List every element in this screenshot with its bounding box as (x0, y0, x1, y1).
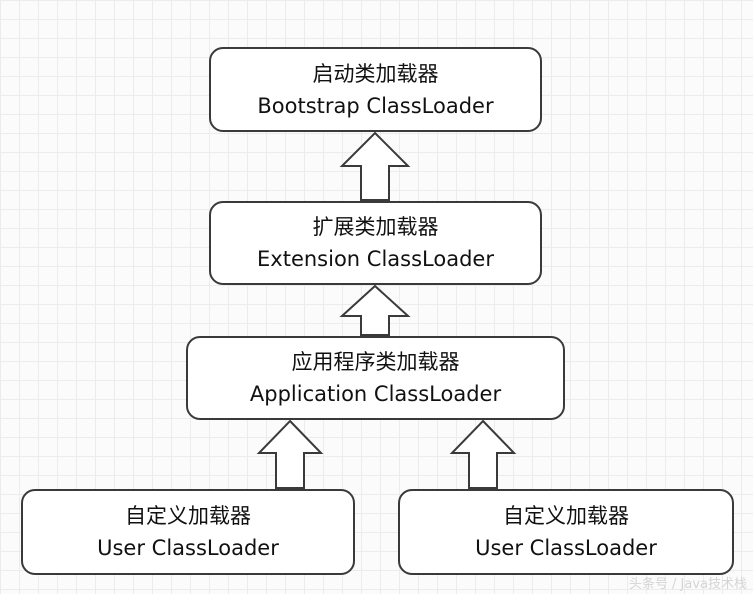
node-label-zh: 启动类加载器 (312, 61, 439, 86)
node-label-en: Bootstrap ClassLoader (257, 93, 494, 118)
node-label-en: User ClassLoader (475, 536, 657, 560)
extension-classloader-node: 扩展类加载器 Extension ClassLoader (209, 201, 542, 285)
arrow-user1-to-app (256, 419, 324, 489)
node-label-zh: 扩展类加载器 (312, 215, 439, 239)
node-label-zh: 应用程序类加载器 (291, 350, 460, 374)
node-label-zh: 自定义加载器 (125, 504, 251, 528)
node-label-zh: 自定义加载器 (503, 504, 629, 528)
bootstrap-classloader-node: 启动类加载器 Bootstrap ClassLoader (209, 47, 542, 132)
user-classloader-node-right: 自定义加载器 User ClassLoader (398, 489, 734, 575)
arrow-user2-to-app (449, 419, 517, 489)
node-label-en: Extension ClassLoader (257, 247, 494, 271)
watermark-text: 头条号 / Java技术栈 (628, 577, 747, 592)
user-classloader-node-left: 自定义加载器 User ClassLoader (21, 489, 355, 575)
arrow-app-to-ext (339, 284, 411, 336)
node-label-en: Application ClassLoader (249, 382, 502, 406)
node-label-en: User ClassLoader (97, 536, 279, 560)
application-classloader-node: 应用程序类加载器 Application ClassLoader (186, 336, 565, 420)
arrow-ext-to-bootstrap (339, 131, 411, 201)
